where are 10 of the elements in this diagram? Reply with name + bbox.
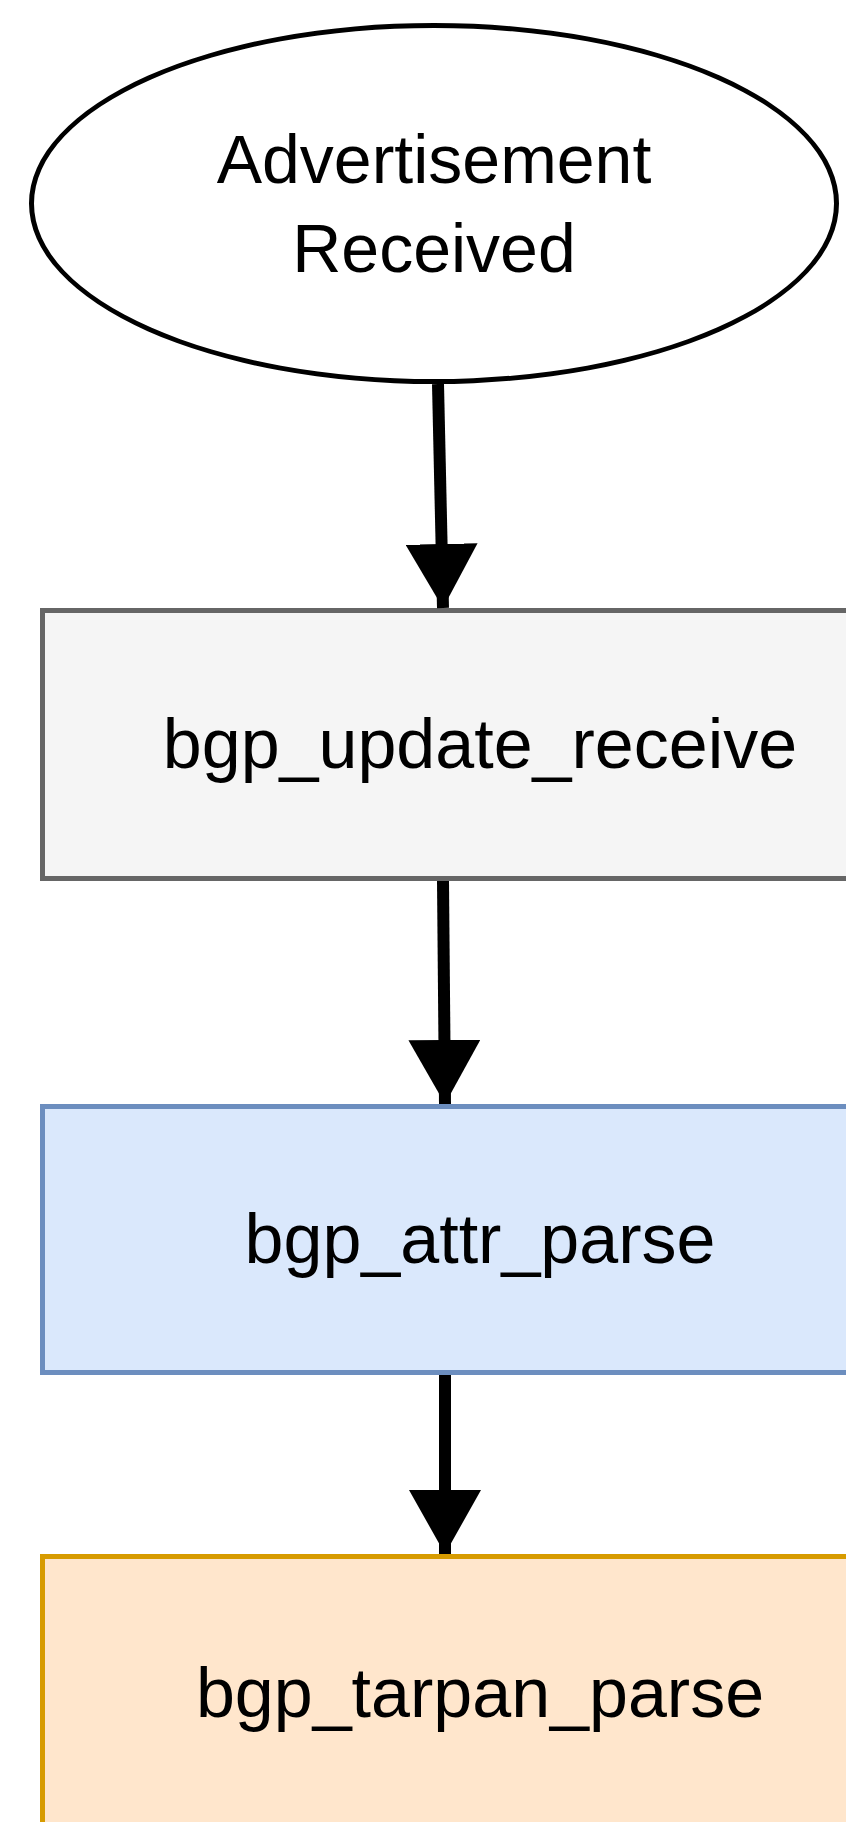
node-label: Advertisement Received <box>215 120 653 288</box>
arrow <box>408 880 481 1105</box>
node-label: bgp_update_receive <box>161 704 799 785</box>
process-box <box>40 1104 846 1375</box>
node-label: bgp_attr_parse <box>243 1199 717 1280</box>
process-box <box>40 1554 846 1822</box>
arrow <box>409 1375 481 1554</box>
arrow <box>405 383 478 609</box>
process-box <box>40 608 846 881</box>
node-label: bgp_tarpan_parse <box>194 1652 766 1734</box>
